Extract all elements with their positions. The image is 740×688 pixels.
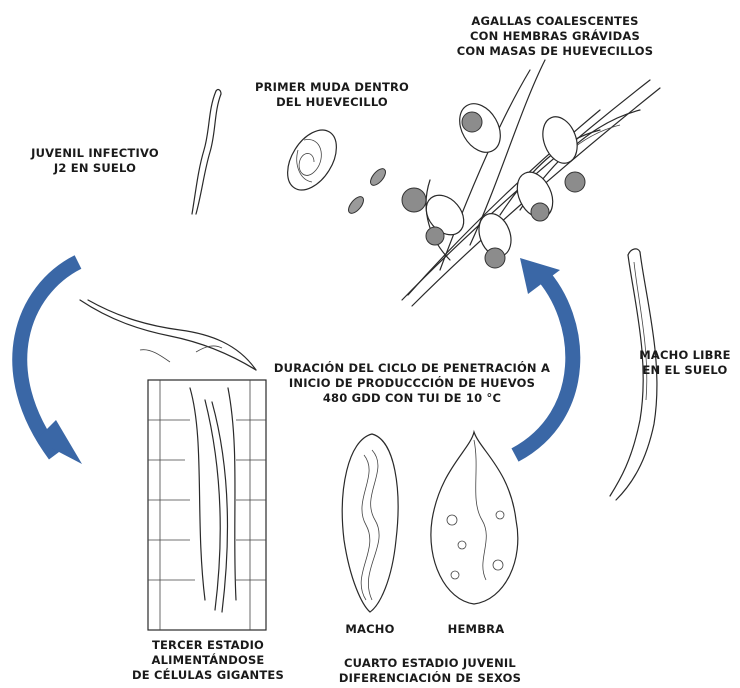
label-duracion-ciclo: DURACIÓN DEL CICLO DE PENETRACIÓN A INIC… xyxy=(232,361,592,406)
egg-first-molt xyxy=(278,121,347,198)
label-cuarto-estadio: CUARTO ESTADIO JUVENIL DIFERENCIACIÓN DE… xyxy=(300,656,560,686)
juvenile-penetrating-root xyxy=(80,300,256,370)
label-hembra: HEMBRA xyxy=(436,622,516,637)
fourth-stage-female xyxy=(431,432,518,604)
label-agallas: AGALLAS COALESCENTES CON HEMBRAS GRÁVIDA… xyxy=(440,14,670,59)
label-macho-libre: MACHO LIBRE EN EL SUELO xyxy=(630,348,740,378)
label-juvenil-infectivo: JUVENIL INFECTIVO J2 EN SUELO xyxy=(0,146,190,176)
right-cycle-arrow xyxy=(515,258,573,455)
label-primer-muda: PRIMER MUDA DENTRO DEL HUEVECILLO xyxy=(232,80,432,110)
fourth-stage-male xyxy=(342,434,398,612)
left-cycle-arrow xyxy=(20,262,82,464)
juvenile-j2-worm xyxy=(192,90,221,214)
third-stage-giant-cells xyxy=(148,380,266,630)
label-macho: MACHO xyxy=(330,622,410,637)
eggs xyxy=(346,166,389,216)
label-tercer-estadio: TERCER ESTADIO ALIMENTÁNDOSE DE CÉLULAS … xyxy=(108,638,308,683)
